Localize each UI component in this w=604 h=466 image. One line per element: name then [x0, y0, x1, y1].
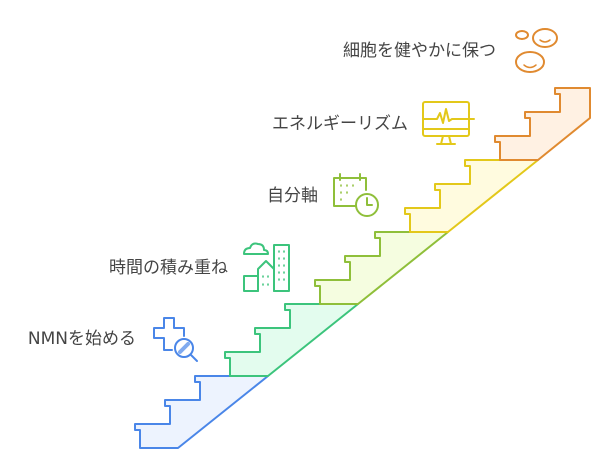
step-label-cells: 細胞を健やかに保つ: [343, 41, 496, 61]
smiling-cells-icon: [515, 28, 558, 73]
calendar-clock-icon: [333, 173, 379, 217]
step-label-self: 自分軸: [267, 186, 318, 206]
heartbeat-monitor-icon: [422, 101, 475, 145]
step-label-energy: エネルギーリズム: [272, 114, 408, 134]
step-label-nmn: NMNを始める: [27, 329, 136, 349]
city-buildings-icon: [243, 242, 290, 292]
medical-search-icon: [153, 317, 198, 362]
stair-segment-5: [494, 87, 591, 161]
step-label-time: 時間の積み重ね: [109, 258, 228, 278]
